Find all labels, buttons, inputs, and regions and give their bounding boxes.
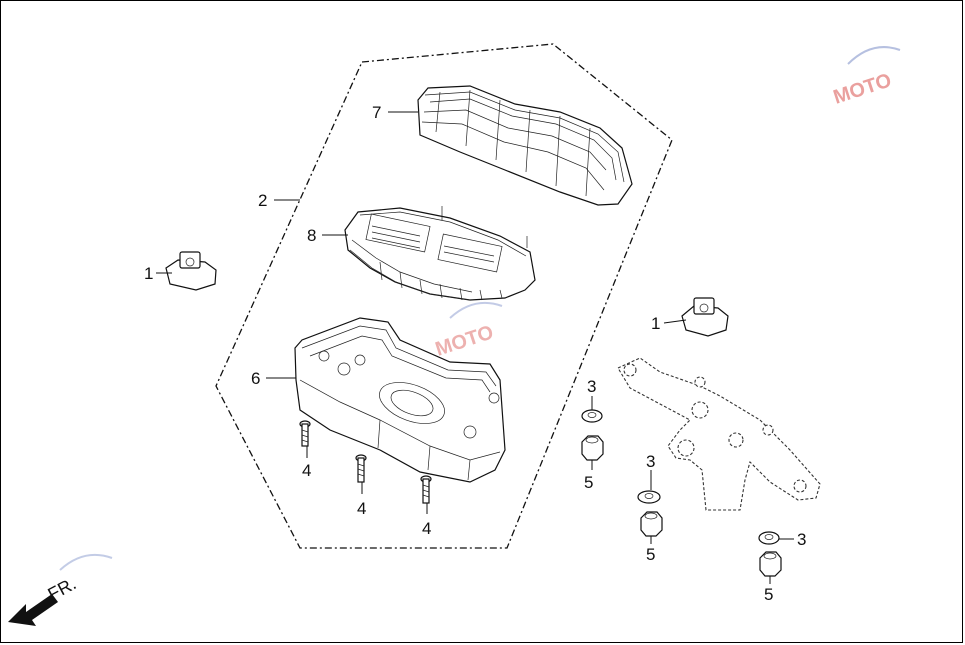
watermark-logo-bottom-left <box>59 554 113 571</box>
assembly-boundary-outline <box>215 43 673 549</box>
screw-b-part <box>355 454 367 483</box>
callout-7: 7 <box>372 103 381 122</box>
callout-4-c: 4 <box>422 519 431 538</box>
watermark-logo-center: MOTO <box>433 302 503 361</box>
front-direction-arrow <box>8 594 58 626</box>
callout-1-left: 1 <box>144 264 153 283</box>
callout-5-c: 5 <box>764 585 773 604</box>
instrument-cluster-part <box>344 206 536 301</box>
callout-6: 6 <box>251 369 260 388</box>
washer-c-part <box>758 531 780 545</box>
washer-a-part <box>581 409 603 423</box>
clip-nut-right-part <box>681 297 729 337</box>
nut-c-part <box>759 551 782 577</box>
callout-2: 2 <box>258 191 267 210</box>
callout-3-c: 3 <box>797 530 806 549</box>
clip-nut-left-part <box>165 251 217 291</box>
callout-3-a: 3 <box>587 377 596 396</box>
nut-a-part <box>581 435 604 461</box>
callout-5-b: 5 <box>646 545 655 564</box>
callout-3-b: 3 <box>646 452 655 471</box>
callout-1-right: 1 <box>651 314 660 333</box>
callout-4-b: 4 <box>357 499 366 518</box>
leader-1-right <box>663 319 687 324</box>
callout-5-a: 5 <box>584 473 593 492</box>
callout-8: 8 <box>307 226 316 245</box>
svg-text:MOTO: MOTO <box>433 321 497 360</box>
callout-4-a: 4 <box>302 461 311 480</box>
nut-b-part <box>640 511 663 537</box>
mounting-bracket-phantom <box>617 357 821 511</box>
svg-text:MOTO: MOTO <box>831 69 895 108</box>
washer-b-part <box>637 490 661 504</box>
screw-a-part <box>299 420 311 447</box>
watermark-logo-top-right: MOTO <box>831 46 901 109</box>
meter-lower-case-part <box>294 317 506 483</box>
screw-c-part <box>420 475 432 504</box>
meter-lens-cover-part <box>417 85 633 206</box>
